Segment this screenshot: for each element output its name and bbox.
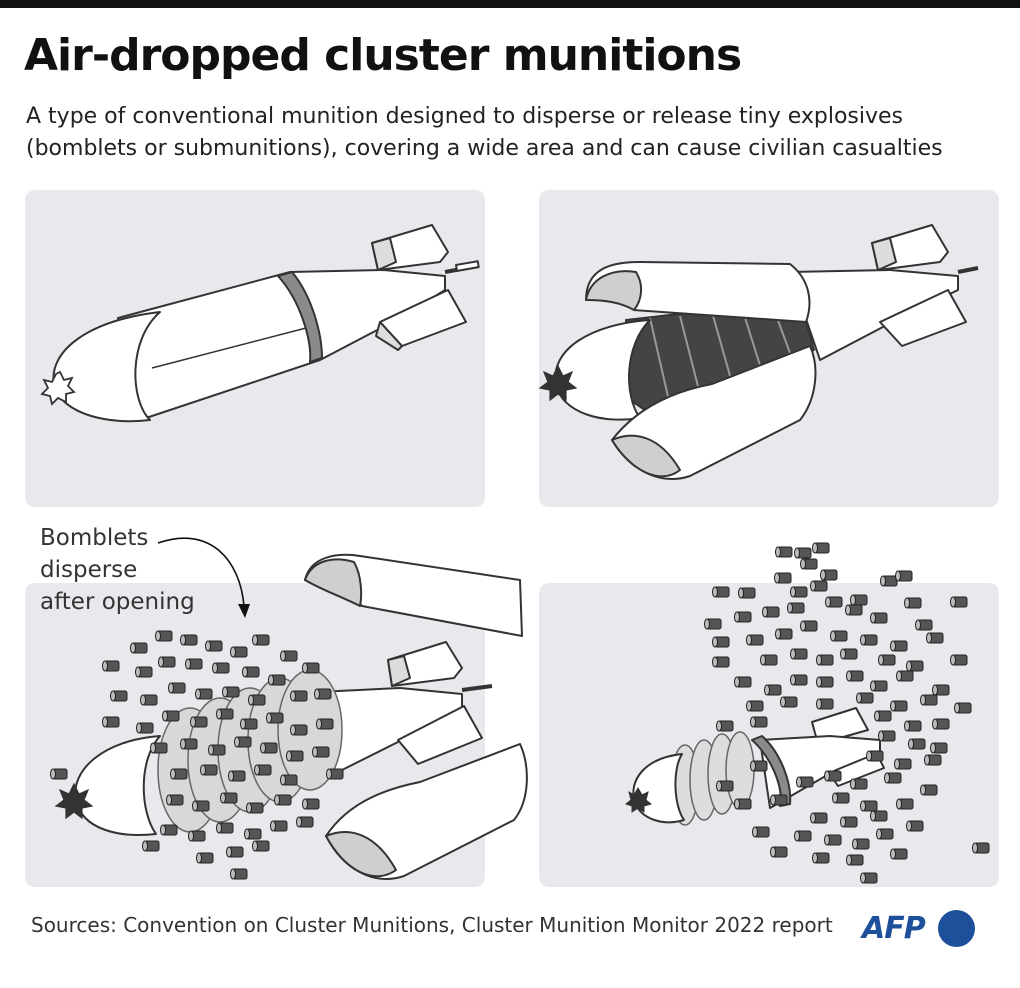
annotation-bomblets-disperse: Bomblets disperse after opening bbox=[40, 522, 195, 618]
annotation-arrow bbox=[157, 537, 245, 607]
detonator-burst-icon bbox=[538, 364, 578, 402]
top-rule bbox=[0, 0, 1020, 8]
detonator-burst-icon bbox=[54, 782, 94, 820]
bomb-empty-casing-illustration bbox=[632, 707, 885, 826]
afp-logo-text: AFP bbox=[862, 911, 926, 946]
detonator-burst-icon bbox=[40, 370, 76, 406]
sources-footnote: Sources: Convention on Cluster Munitions… bbox=[31, 913, 833, 937]
detonator-burst-icon bbox=[624, 786, 653, 813]
bomb-opening-illustration bbox=[554, 224, 979, 480]
annotation-line-2: disperse bbox=[40, 557, 138, 583]
bomb-intact-illustration bbox=[52, 224, 480, 423]
annotation-arrowhead bbox=[238, 604, 250, 618]
annotation-line-1: Bomblets bbox=[40, 525, 149, 551]
afp-logo-dot-icon bbox=[938, 910, 975, 947]
page-title: Air-dropped cluster munitions bbox=[24, 30, 742, 81]
page-subtitle: A type of conventional munition designed… bbox=[26, 104, 943, 161]
annotation-line-3: after opening bbox=[40, 589, 195, 615]
